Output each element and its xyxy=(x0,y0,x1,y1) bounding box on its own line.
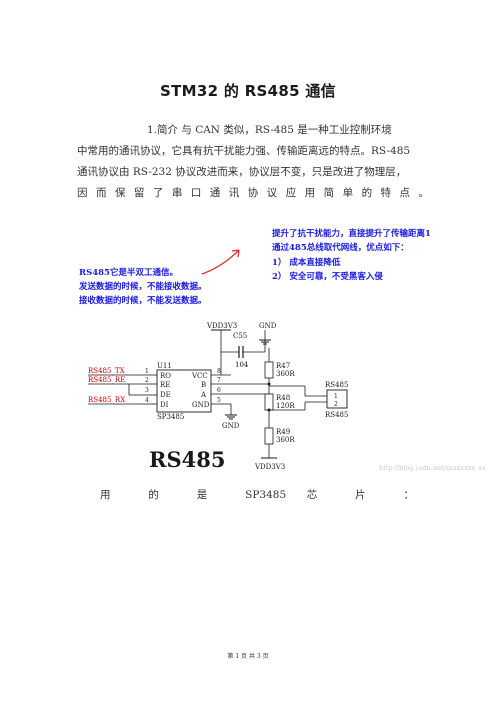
gnd-label-bottom: GND xyxy=(222,422,240,430)
connector-ref-top: RS485 xyxy=(325,381,348,389)
vdd-label-bottom: VDD3V3 xyxy=(254,463,285,471)
pin-num-2: 2 xyxy=(145,377,149,384)
pin-num-3: 3 xyxy=(145,387,149,394)
rs485-schematic-figure: RS485它是半双工通信。 发送数据的时候，不能接收数据。 接收数据的时候，不能… xyxy=(78,222,495,478)
cap-value: 104 xyxy=(235,361,249,369)
chip-caption: 用 的 是 SP3485 芯 片 ： xyxy=(100,489,414,501)
chip-pin-re: RE xyxy=(160,381,170,389)
chip-name: SP3485 xyxy=(157,413,184,421)
intro-line-2: 中常用的通讯协议，它具有抗干扰能力强、传输距离远的特点。RS-485 xyxy=(77,145,411,157)
chip-pin-gnd: GND xyxy=(192,401,210,409)
annotation-left-2: 发送数据的时候，不能接收数据。 xyxy=(79,281,207,292)
pin-num-5: 5 xyxy=(217,397,221,404)
pin-num-1: 1 xyxy=(145,368,149,375)
chip-pin-a: A xyxy=(200,391,207,399)
net-label-rx: RS485_RX xyxy=(88,396,125,404)
chip-ref: U11 xyxy=(157,362,172,370)
rs485-big-label: RS485 xyxy=(149,447,225,472)
connector-pin-1: 1 xyxy=(334,393,338,400)
connector-pin-2: 2 xyxy=(334,401,338,408)
pin-num-4: 4 xyxy=(145,397,149,404)
net-label-tx: RS485_TX xyxy=(88,367,125,375)
resistor-r48 xyxy=(264,393,274,411)
annotation-arrow-head xyxy=(231,249,240,258)
intro-line-3: 通讯协议由 RS-232 协议改进而来，协议层不变，只是改进了物理层， xyxy=(77,166,407,178)
annotation-arrow xyxy=(201,249,240,275)
annotation-right-3: 1） 成本直接降低 xyxy=(272,257,341,268)
chip-pin-de: DE xyxy=(160,391,171,399)
r47-ref: R47 xyxy=(276,362,290,370)
resistor-r49 xyxy=(264,427,274,445)
net-label-re: RS485_RE xyxy=(88,376,125,384)
annotation-left-3: 接收数据的时候，不能发送数据。 xyxy=(79,295,207,306)
chip-pin-ro: RO xyxy=(160,372,171,380)
chip-pin-di: DI xyxy=(160,401,169,409)
annotation-right-2: 通过485总线取代网线，优点如下： xyxy=(272,242,409,253)
connector-ref-bottom: RS485 xyxy=(325,411,348,419)
r47-value: 360R xyxy=(276,370,295,378)
resistor-r47 xyxy=(264,361,274,379)
r49-ref: R49 xyxy=(276,428,290,436)
chip-pin-vcc: VCC xyxy=(191,372,208,380)
pin-num-7: 7 xyxy=(217,377,221,384)
pin-num-6: 6 xyxy=(217,387,221,394)
page-title: STM32 的 RS485 通信 xyxy=(160,82,336,100)
r48-value: 120R xyxy=(276,402,295,410)
intro-line-1: 1.简介 与 CAN 类似，RS-485 是一种工业控制环境 xyxy=(147,124,392,136)
rs485-connector xyxy=(326,389,348,409)
sp3485-chip xyxy=(156,369,212,413)
cap-ref: C55 xyxy=(233,332,247,340)
schematic-svg: RS485它是半双工通信。 发送数据的时候，不能接收数据。 接收数据的时候，不能… xyxy=(78,228,486,472)
intro-paragraph: 1.简介 与 CAN 类似，RS-485 是一种工业控制环境 中常用的通讯协议，… xyxy=(77,120,429,204)
page-footer: 第 1 页 共 3 页 xyxy=(227,653,269,660)
r49-value: 360R xyxy=(276,436,295,444)
annotation-right-4: 2） 安全可靠，不受黑客入侵 xyxy=(272,271,383,282)
figure-watermark: http://blog.csdn.net/xxxxxxxx_xx xyxy=(379,464,486,472)
vdd-label-top: VDD3V3 xyxy=(206,322,237,330)
gnd-label-top: GND xyxy=(259,322,277,330)
r48-ref: R48 xyxy=(276,394,290,402)
intro-line-4: 因 而 保 留 了 串 口 通 讯 协 议 应 用 简 单 的 特 点 。 xyxy=(77,187,429,199)
pin-num-8: 8 xyxy=(217,368,221,375)
annotation-right-1: 提升了抗干扰能力，直接提升了传输距离1 xyxy=(272,228,431,239)
annotation-left-1: RS485它是半双工通信。 xyxy=(79,267,178,278)
chip-pin-b: B xyxy=(201,381,206,389)
